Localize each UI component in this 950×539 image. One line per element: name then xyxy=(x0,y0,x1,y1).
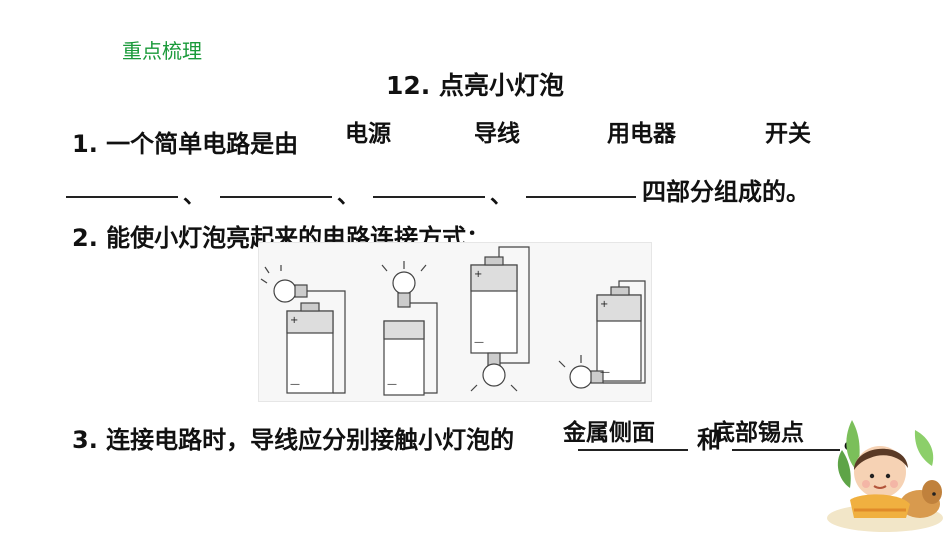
girl-with-dog-illustration xyxy=(820,400,950,535)
q1-blank-1 xyxy=(66,196,178,198)
q1-prefix: 1. 一个简单电路是由 xyxy=(72,130,299,158)
q3-blank-1 xyxy=(578,449,688,451)
q1-separator-1: 、 xyxy=(183,184,206,209)
circuit-a: + — xyxy=(260,265,346,394)
section-tag: 重点梳理 xyxy=(122,39,202,63)
q1-separator-2: 、 xyxy=(337,184,360,209)
page-title: 12. 点亮小灯泡 xyxy=(386,71,564,100)
q1-blank-4 xyxy=(526,196,636,198)
q1-suffix: 四部分组成的。 xyxy=(642,178,810,206)
q1-blank-2 xyxy=(220,196,332,198)
q1-answer-2: 导线 xyxy=(474,121,520,147)
q1-answer-4: 开关 xyxy=(765,121,811,147)
q1-separator-3: 、 xyxy=(490,184,513,209)
q3-answer-1: 金属侧面 xyxy=(563,420,655,446)
q1-blank-3 xyxy=(373,196,485,198)
q1-answer-3: 用电器 xyxy=(607,121,676,147)
q1-answer-1: 电源 xyxy=(345,121,391,147)
minus-sign: — xyxy=(474,337,484,348)
circuit-diagrams: + — — + — xyxy=(258,242,652,402)
plus-sign: + xyxy=(290,315,298,326)
minus-sign: — xyxy=(600,367,610,378)
circuit-b: — xyxy=(381,261,438,396)
plus-sign: + xyxy=(600,299,608,310)
circuit-d: + — xyxy=(558,280,646,389)
q3-blank-2 xyxy=(732,449,840,451)
q3-prefix: 3. 连接电路时，导线应分别接触小灯泡的 xyxy=(72,426,515,454)
circuit-c: + — xyxy=(470,246,530,392)
minus-sign: — xyxy=(387,379,397,390)
minus-sign: — xyxy=(290,379,300,390)
q3-middle: 和 xyxy=(697,426,721,454)
q3-answer-2: 底部锡点 xyxy=(712,420,804,446)
plus-sign: + xyxy=(474,269,482,280)
